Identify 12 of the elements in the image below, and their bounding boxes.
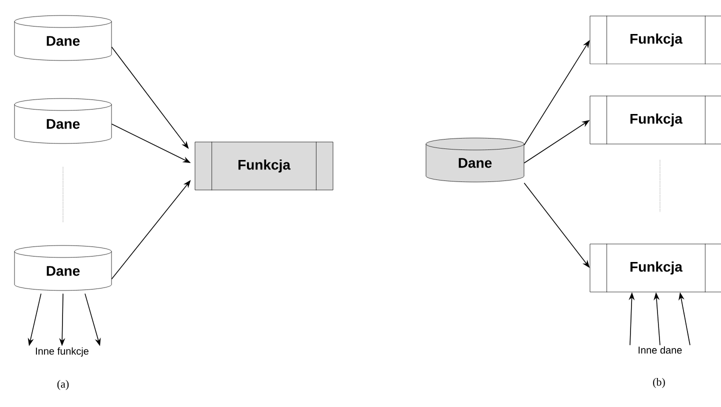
panel-label: (a) <box>57 380 69 390</box>
database-cylinder: Dane <box>14 98 112 144</box>
database-cylinder: Dane <box>426 138 524 182</box>
note-text: Inne funkcje <box>36 347 88 357</box>
database-cylinder: Dane <box>14 245 112 291</box>
function-box: Funkcja <box>590 96 721 144</box>
panel-label: (b) <box>653 378 665 388</box>
function-box: Funkcja <box>590 16 721 64</box>
database-cylinder: Dane <box>14 15 112 61</box>
function-box: Funkcja <box>590 244 721 292</box>
note-text: Inne dane <box>638 346 682 354</box>
function-box: Funkcja <box>194 142 334 190</box>
